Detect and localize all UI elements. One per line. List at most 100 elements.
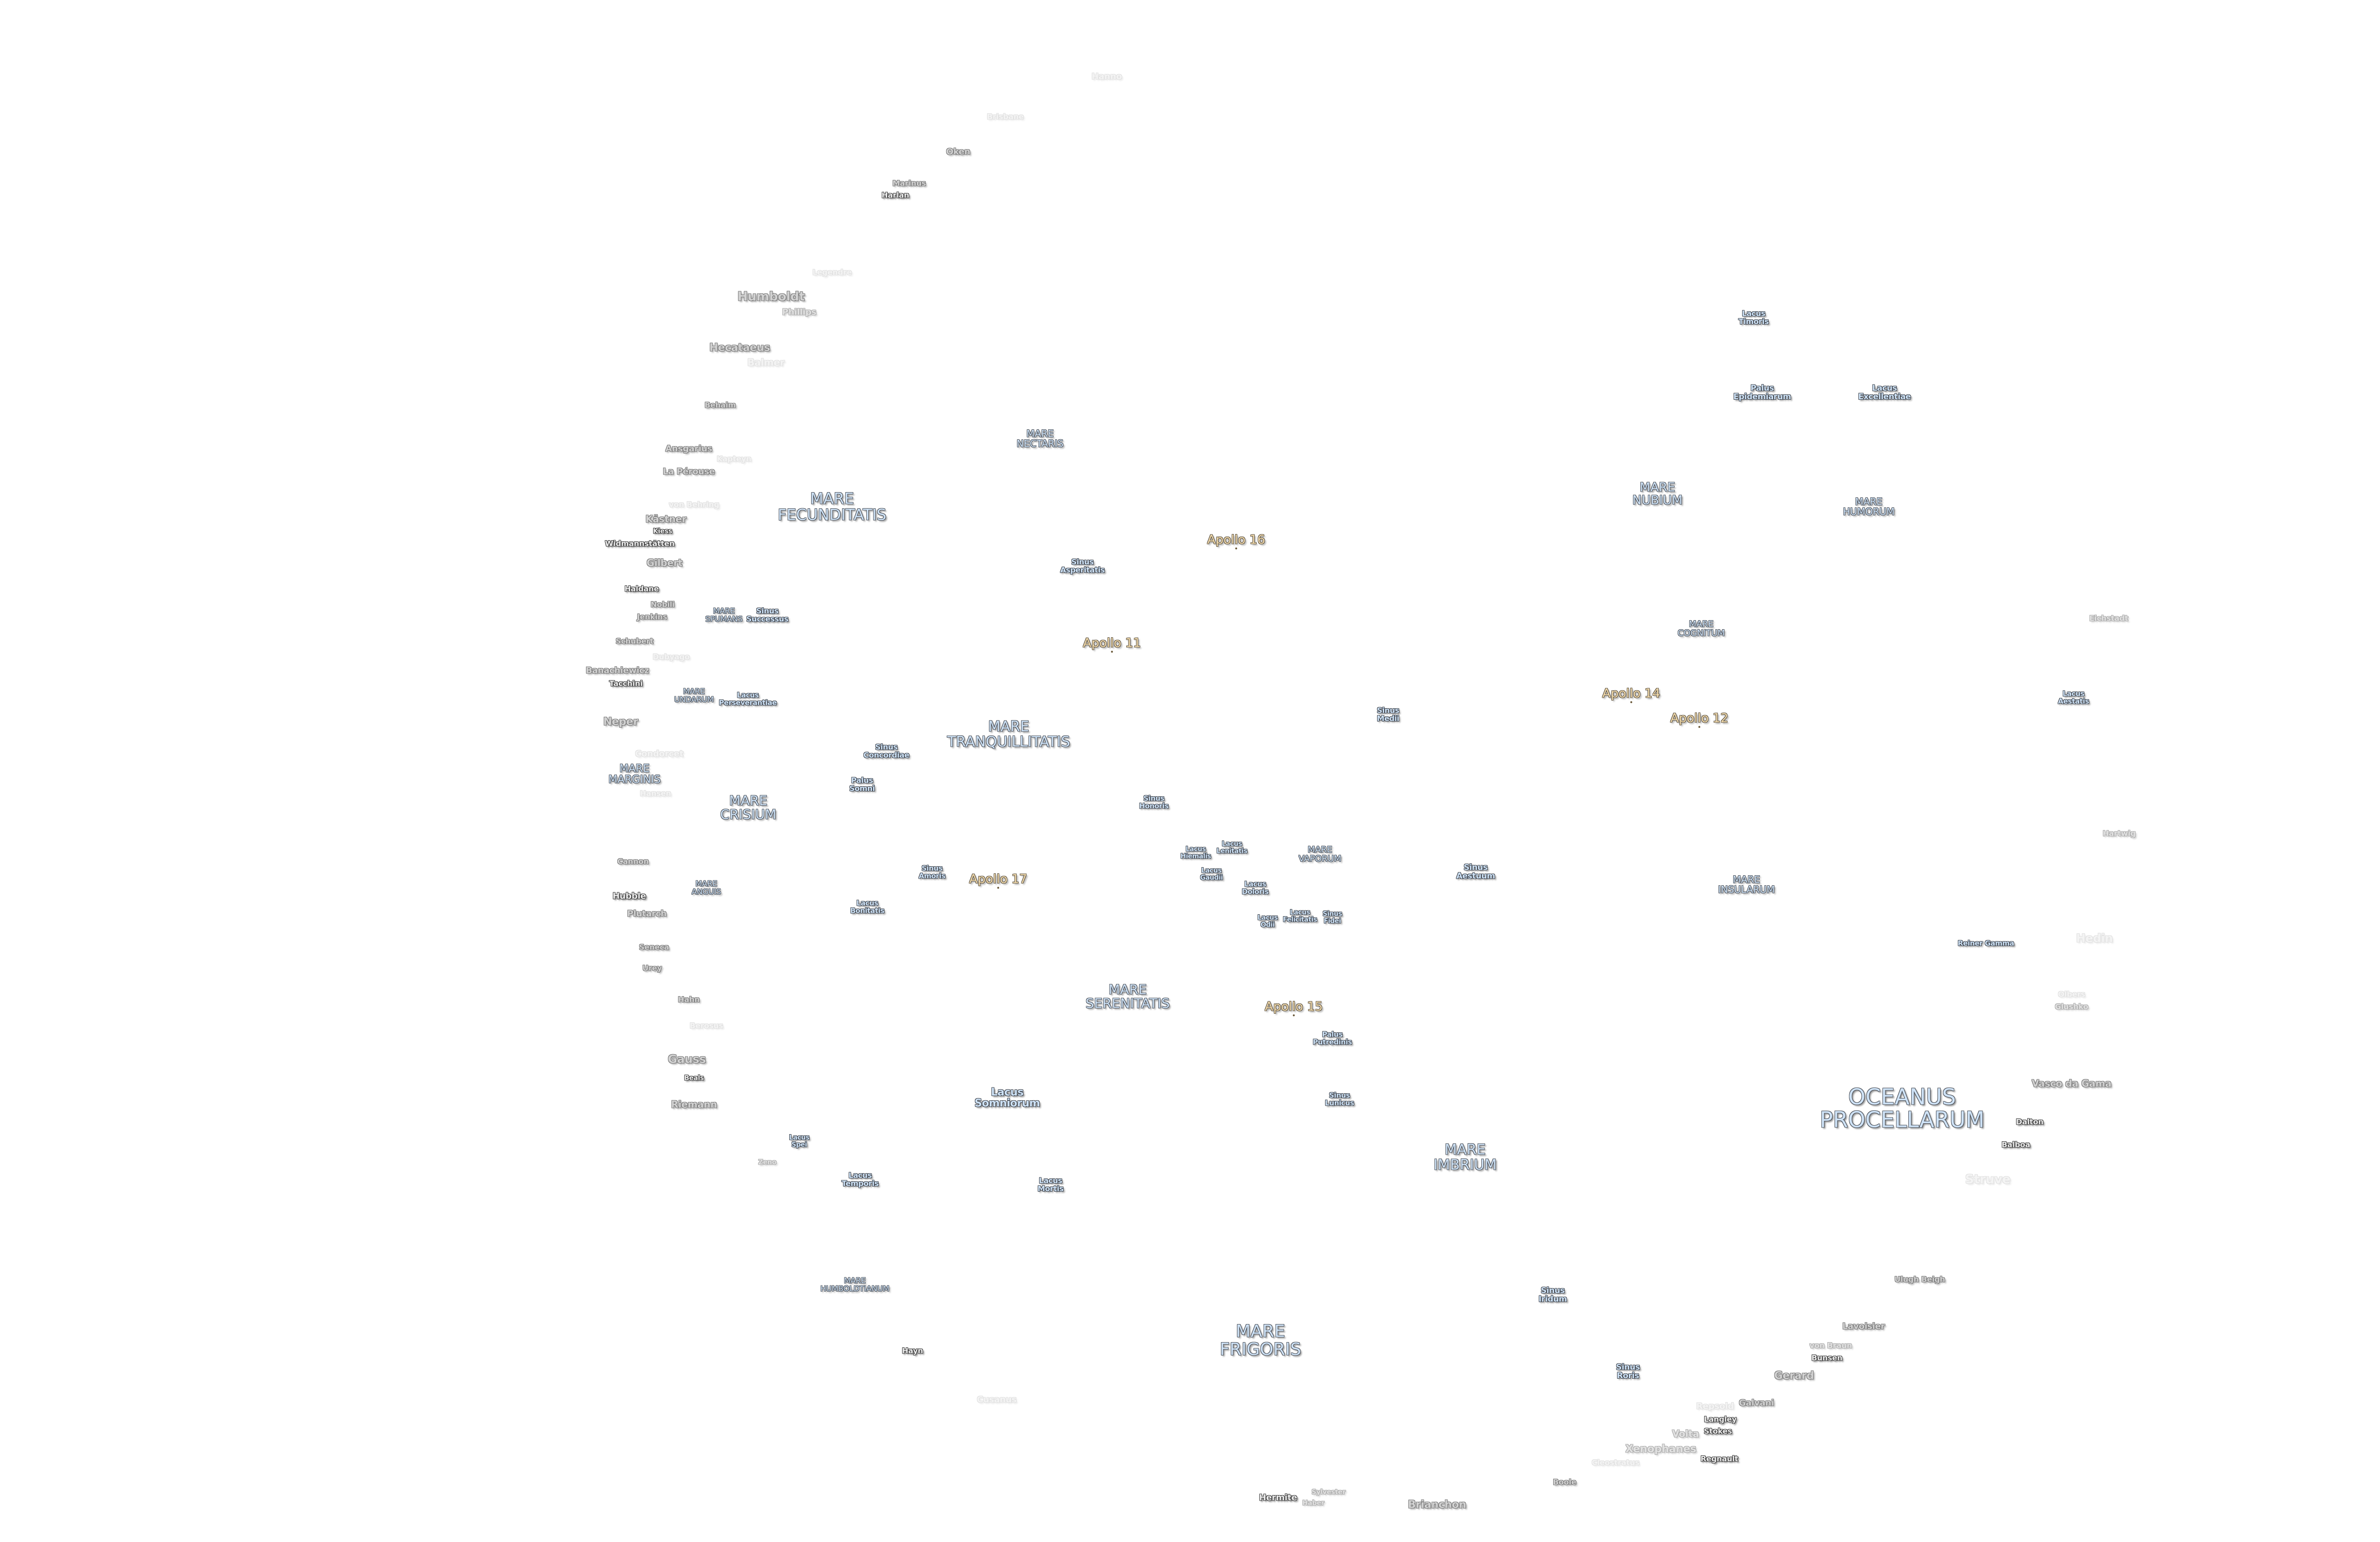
mare-label-mare-insularum[interactable]: MARE INSULARUM [1718,875,1775,895]
crater-label-regnault[interactable]: Regnault [1701,1455,1738,1463]
mare-label-mare-humboldtianum[interactable]: MARE HUMBOLDTIANUM [821,1276,890,1293]
mare-label-mare-nectaris[interactable]: MARE NECTARIS [1017,429,1063,449]
feature-label-lacus-doloris[interactable]: Lacus Doloris [1242,880,1269,896]
feature-label-lacus-hiemalis[interactable]: Lacus Hiemalis [1180,846,1211,860]
feature-label-sinus-successus[interactable]: Sinus Successus [746,607,789,623]
crater-label-galvani[interactable]: Galvani [1739,1398,1774,1408]
crater-label-repsold[interactable]: Repsold [1696,1402,1734,1411]
mare-label-mare-marginis[interactable]: MARE MARGINIS [608,763,661,785]
crater-label-kastner[interactable]: Kästner [645,514,686,524]
feature-label-palus-putredinis[interactable]: Palus Putredinis [1313,1030,1352,1046]
crater-label-seneca[interactable]: Seneca [639,943,669,952]
mare-label-mare-imbrium[interactable]: MARE IMBRIUM [1434,1142,1497,1173]
crater-label-balmer[interactable]: Balmer [747,357,784,368]
apollo-site-apollo-16[interactable]: Apollo 16 [1207,534,1265,550]
feature-label-lacus-mortis[interactable]: Lacus Mortis [1038,1176,1064,1193]
crater-label-gauss[interactable]: Gauss [668,1053,706,1065]
feature-label-sinus-roris[interactable]: Sinus Roris [1616,1363,1640,1381]
crater-label-langley[interactable]: Langley [1704,1415,1737,1423]
mare-label-mare-humorum[interactable]: MARE HUMORUM [1843,497,1894,517]
feature-label-sinus-honoris[interactable]: Sinus Honoris [1139,794,1169,810]
crater-label-lavoisier[interactable]: Lavoisier [1842,1322,1884,1332]
crater-label-olbers[interactable]: Olbers [2058,990,2085,999]
mare-label-mare-spumans[interactable]: MARE SPUMANS [705,607,743,623]
crater-label-bunsen[interactable]: Bunsen [1812,1354,1843,1363]
crater-label-marinus[interactable]: Marinus [892,179,926,188]
crater-label-hartwig[interactable]: Hartwig [2102,830,2136,838]
mare-label-mare-crisium[interactable]: MARE CRISIUM [720,793,776,822]
apollo-site-apollo-17[interactable]: Apollo 17 [969,873,1027,889]
mare-label-oceanus-procellarum[interactable]: OCEANUS PROCELLARUM [1820,1085,1984,1132]
crater-label-ulugh-beigh[interactable]: Ulugh Beigh [1894,1275,1945,1284]
feature-label-sinus-aestuum[interactable]: Sinus Aestuum [1456,863,1495,881]
feature-label-lacus-odii[interactable]: Lacus Odii [1258,914,1278,928]
crater-label-humboldt[interactable]: Humboldt [737,290,805,303]
crater-label-cannon[interactable]: Cannon [617,858,649,866]
mare-label-mare-nubium[interactable]: MARE NUBIUM [1632,481,1682,508]
feature-label-lacus-gaudii[interactable]: Lacus Gaudii [1200,867,1223,881]
crater-label-hermite[interactable]: Hermite [1259,1493,1297,1503]
crater-label-zeno[interactable]: Zeno [758,1159,776,1166]
crater-label-phillips[interactable]: Phillips [782,307,816,317]
feature-label-lacus-perseverantiae[interactable]: Lacus Perseverantiae [719,691,777,707]
crater-label-vasco-da-gama[interactable]: Vasco da Gama [2032,1078,2112,1089]
mare-label-mare-cognitum[interactable]: MARE COGNITUM [1677,620,1725,638]
feature-label-lacus-excellentiae[interactable]: Lacus Excellentiae [1858,384,1911,402]
crater-label-kapteyn[interactable]: Kapteyn [717,455,752,463]
feature-label-lacus-aestatis[interactable]: Lacus Aestatis [2058,690,2089,705]
crater-label-hahn[interactable]: Hahn [678,996,700,1004]
feature-label-lacus-temporis[interactable]: Lacus Temporis [842,1171,879,1188]
crater-label-haldane[interactable]: Haldane [625,585,659,593]
crater-label-sylvester[interactable]: Sylvester [1311,1489,1346,1496]
crater-label-von-braun[interactable]: von Braun [1809,1342,1852,1350]
crater-label-legendre[interactable]: Legendre [813,268,852,277]
crater-label-condorcet[interactable]: Condorcet [635,749,684,759]
crater-label-widmannstatten[interactable]: Widmannstätten [605,540,674,548]
crater-label-kiess[interactable]: Kiess [653,528,673,535]
crater-label-glushko[interactable]: Glushko [2055,1003,2088,1011]
mare-label-mare-vaporum[interactable]: MARE VAPORUM [1299,845,1341,864]
crater-label-xenophanes[interactable]: Xenophanes [1625,1443,1696,1454]
crater-label-nobili[interactable]: Nobili [651,601,675,609]
crater-label-hubble[interactable]: Hubble [613,892,646,901]
crater-label-harlan[interactable]: Harlan [882,191,909,200]
crater-label-banachiewicz[interactable]: Banachiewicz [585,666,649,676]
feature-label-sinus-medii[interactable]: Sinus Medii [1377,706,1399,723]
feature-label-sinus-fidei[interactable]: Sinus Fidei [1323,910,1342,924]
feature-label-lacus-bonitatis[interactable]: Lacus Bonitatis [850,899,884,915]
crater-label-riemann[interactable]: Riemann [671,1099,717,1110]
crater-label-hanno[interactable]: Hanno [1091,72,1122,82]
crater-label-ansgarius[interactable]: Ansgarius [665,445,713,454]
crater-label-oken[interactable]: Oken [946,148,971,157]
crater-label-volta[interactable]: Volta [1672,1429,1699,1439]
crater-label-hedin[interactable]: Hedin [2076,932,2113,944]
mare-label-mare-tranquillitatis[interactable]: MARE TRANQUILLITATIS [947,719,1070,750]
mare-label-mare-anguis[interactable]: MARE ANGUIS [692,880,721,896]
crater-label-berosus[interactable]: Berosus [690,1022,724,1030]
crater-label-struve[interactable]: Struve [1965,1173,2011,1186]
apollo-site-apollo-15[interactable]: Apollo 15 [1265,1000,1323,1017]
apollo-site-apollo-12[interactable]: Apollo 12 [1670,712,1728,728]
crater-label-brianchon[interactable]: Brianchon [1408,1499,1467,1510]
crater-label-cleostratus[interactable]: Cleostratus [1592,1459,1640,1467]
crater-label-hayn[interactable]: Hayn [902,1347,923,1355]
mare-label-mare-undarum[interactable]: MARE UNDARUM [674,687,714,704]
feature-label-sinus-amoris[interactable]: Sinus Amoris [919,864,946,880]
feature-label-sinus-asperitatis[interactable]: Sinus Asperitatis [1060,558,1105,574]
crater-label-urey[interactable]: Urey [643,964,662,973]
crater-label-cusanus[interactable]: Cusanus [977,1395,1016,1405]
crater-label-stokes[interactable]: Stokes [1704,1427,1732,1436]
feature-label-palus-epidemiarum[interactable]: Palus Epidemiarum [1733,384,1791,402]
crater-label-haber[interactable]: Haber [1302,1500,1324,1507]
mare-label-mare-fecunditatis[interactable]: MARE FECUNDITATIS [778,491,886,523]
crater-label-gilbert[interactable]: Gilbert [646,558,683,568]
crater-label-von-behring[interactable]: von Behring [669,501,719,509]
feature-label-sinus-lunicus[interactable]: Sinus Lunicus [1325,1091,1354,1107]
apollo-site-apollo-14[interactable]: Apollo 14 [1602,687,1660,703]
crater-label-eichstadt[interactable]: Eichstadt [2089,614,2128,623]
crater-label-hansen[interactable]: Hansen [640,790,671,798]
crater-label-plutarch[interactable]: Plutarch [627,909,667,919]
crater-label-dubyago[interactable]: Dubyago [653,653,690,662]
crater-label-beals[interactable]: Beals [684,1075,704,1082]
